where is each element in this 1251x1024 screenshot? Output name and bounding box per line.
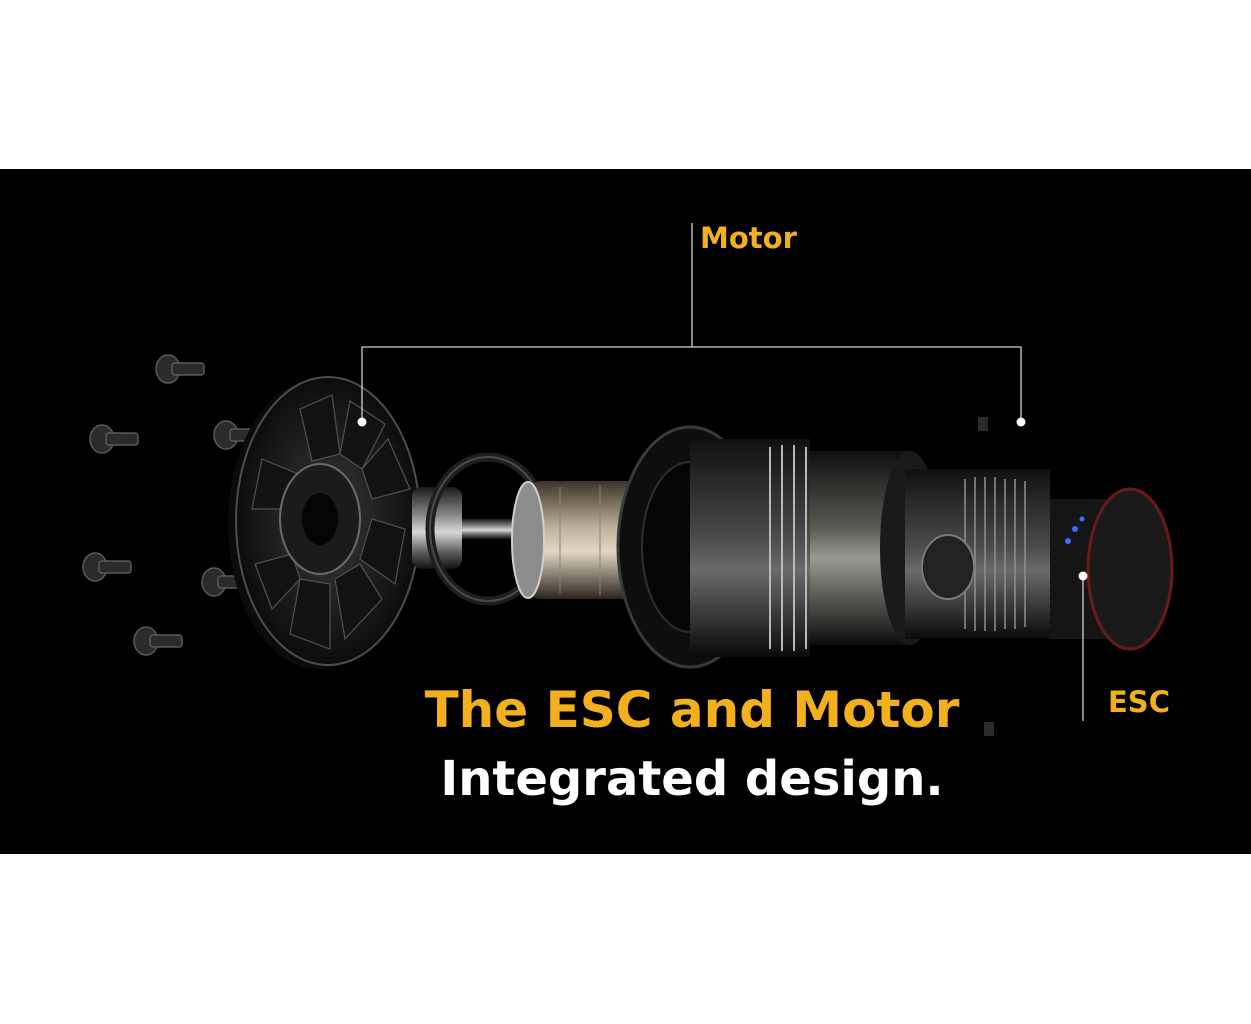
screw-icon	[155, 354, 205, 384]
screw-icon	[89, 424, 139, 454]
screw-icon	[984, 722, 994, 736]
product-banner: Motor ESC The ESC and Motor Integrated d…	[0, 169, 1251, 854]
motor-callout-dot	[357, 417, 367, 427]
screw-icon	[978, 417, 988, 431]
bearing	[412, 487, 462, 569]
exploded-motor-illustration	[82, 223, 1174, 736]
motor-end-cap	[228, 376, 421, 669]
motor-label: Motor	[700, 221, 797, 255]
motor-housing	[616, 425, 940, 669]
motor-callout-bracket	[361, 223, 1022, 422]
esc-housing	[905, 469, 1174, 651]
motor-callout-dot	[1016, 417, 1026, 427]
screw-icon	[133, 626, 183, 656]
screw-icon	[82, 552, 132, 582]
headline-title: The ESC and Motor	[424, 681, 960, 739]
rotor-shaft	[462, 519, 522, 539]
esc-callout-dot	[1078, 571, 1088, 581]
headline-subtitle: Integrated design.	[440, 751, 944, 807]
esc-label: ESC	[1108, 685, 1170, 719]
